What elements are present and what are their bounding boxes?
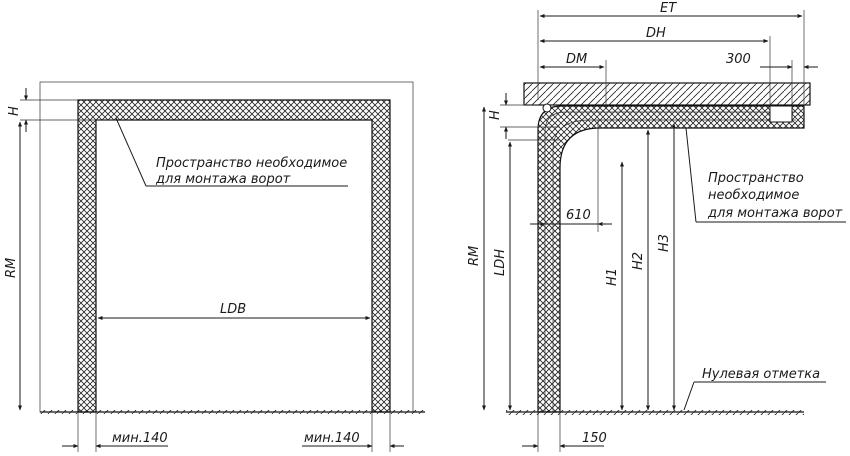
side-note-line3: для монтажа ворот <box>707 206 843 221</box>
side-dim-300: 300 <box>726 52 751 67</box>
side-dim-h3: H3 <box>657 234 672 252</box>
side-dim-dh: DH <box>646 26 666 41</box>
front-floor-hatch <box>40 410 425 414</box>
side-view: ET DH DM 300 H RM LDH 610 H1 H2 H3 <box>467 1 846 452</box>
side-spring-box <box>769 105 793 123</box>
side-note-line2: необходимое <box>708 188 799 203</box>
front-note-line1: Пространство необходимое <box>156 156 347 171</box>
front-view: H RM LDB мин.140 мин.140 Пространство не… <box>4 81 425 452</box>
side-floor-hatch <box>506 410 804 415</box>
side-dim-dm: DM <box>566 52 587 67</box>
front-dim-rm: RM <box>4 258 19 278</box>
front-dim-ldb: LDB <box>220 302 246 317</box>
side-dim-ldh: LDH <box>493 249 508 276</box>
side-install-zone <box>537 105 805 413</box>
side-dim-h: H <box>488 110 503 120</box>
side-zero-mark: Нулевая отметка <box>702 367 820 382</box>
side-dim-610: 610 <box>566 208 591 223</box>
front-dim-h: H <box>7 106 22 116</box>
side-pulley <box>542 103 552 113</box>
side-track-inner <box>552 119 796 412</box>
side-track-outer <box>544 111 796 412</box>
side-dim-h2: H2 <box>631 252 646 270</box>
front-dim-min-left: мин.140 <box>112 431 168 446</box>
side-dim-150: 150 <box>582 431 607 446</box>
side-dim-rm: RM <box>467 246 482 266</box>
front-install-zone <box>77 99 391 413</box>
side-note-line1: Пространство <box>708 171 804 186</box>
side-dim-et: ET <box>660 1 677 16</box>
front-dim-min-right: мин.140 <box>304 431 360 446</box>
side-ceiling-slab <box>523 82 811 106</box>
side-dim-h1: H1 <box>605 268 620 286</box>
front-note-line2: для монтажа ворот <box>155 172 291 187</box>
